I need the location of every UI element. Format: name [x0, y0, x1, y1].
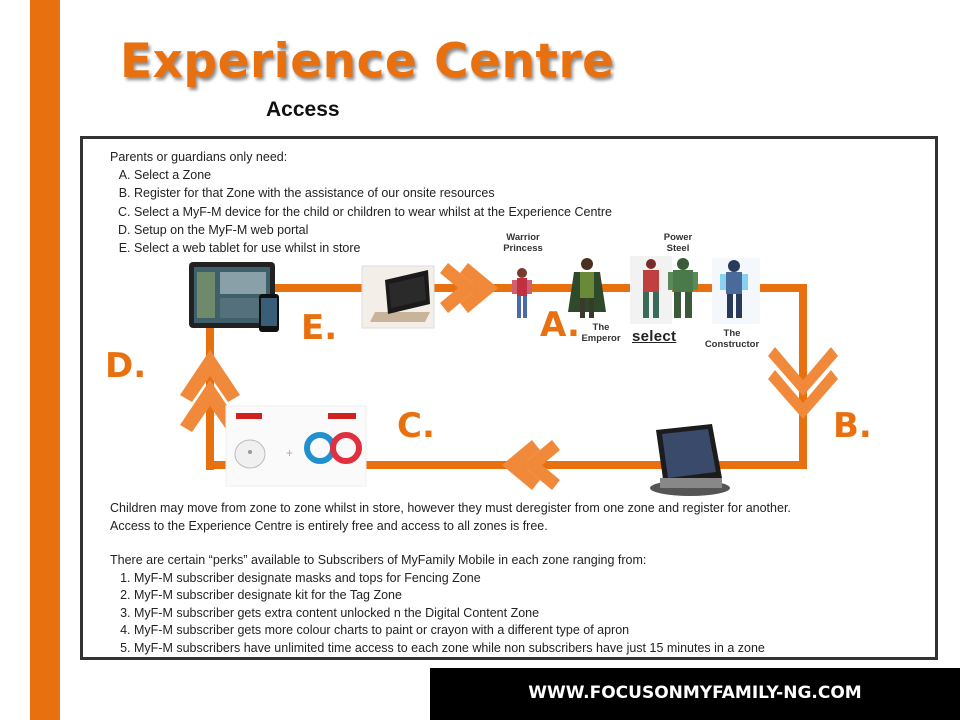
label-the-constructor: The Constructor [704, 328, 760, 350]
intro-item: Select a Zone [134, 166, 612, 184]
character-select-figure [630, 256, 672, 324]
step-label-a: A. [540, 305, 580, 345]
page-subtitle: Access [266, 98, 340, 121]
intro-item: Register for that Zone with the assistan… [134, 184, 612, 202]
tablet-stand-image [361, 265, 435, 329]
perk-item: MyF-M subscriber gets extra content unlo… [134, 605, 925, 623]
perks-list: MyF-M subscriber designate masks and top… [110, 570, 925, 658]
intro-lead: Parents or guardians only need: [110, 150, 288, 164]
arrow-down-right [768, 347, 838, 419]
intro-item: Select a web tablet for use whilst in st… [134, 239, 612, 257]
step-label-e: E. [301, 308, 338, 348]
perk-item: MyF-M subscriber designate kit for the T… [134, 587, 925, 605]
footer-bar [430, 668, 960, 720]
perk-item: MyF-M subscribers have unlimited time ac… [134, 640, 925, 658]
label-the-emperor: The Emperor [581, 322, 621, 344]
perk-item: MyF-M subscriber gets more colour charts… [134, 622, 925, 640]
arrow-right-top [440, 263, 498, 313]
label-power-steel: Power Steel [663, 232, 693, 254]
select-label[interactable]: select [632, 328, 677, 345]
page-title: Experience Centre [120, 34, 615, 89]
perk-item: MyF-M subscriber designate masks and top… [134, 570, 925, 588]
svg-text:+: + [286, 446, 293, 460]
paragraph-zone-movement: Children may move from zone to zone whil… [110, 501, 791, 515]
step-label-d: D. [105, 346, 147, 386]
step-label-c: C. [397, 406, 435, 446]
arrow-left-bottom [502, 440, 560, 490]
paragraph-free-access: Access to the Experience Centre is entir… [110, 518, 548, 533]
intro-item: Select a MyF-M device for the child or c… [134, 203, 612, 221]
character-warrior-princess-figure [512, 268, 532, 318]
arrow-up-left [180, 350, 240, 432]
bottom-text-section: Children may move from zone to zone whil… [110, 500, 925, 657]
step-label-b: B. [833, 406, 872, 446]
tablet-phone-image [189, 262, 279, 332]
footer-url-link[interactable]: WWW.FOCUSONMYFAMILY-NG.COM [528, 683, 862, 703]
character-the-emperor-figure [568, 258, 606, 318]
wearable-device-card: + [225, 405, 367, 487]
intro-item: Setup on the MyF-M web portal [134, 221, 612, 239]
paragraph-perks-intro: There are certain “perks” available to S… [110, 553, 647, 567]
loop-path [206, 284, 807, 470]
left-accent-bar [30, 0, 60, 720]
label-warrior-princess: Warrior Princess [503, 232, 543, 254]
kiosk-device-image [650, 424, 730, 496]
intro-section: Parents or guardians only need: Select a… [110, 148, 612, 257]
character-power-steel-figure [668, 258, 698, 318]
intro-list: Select a Zone Register for that Zone wit… [110, 166, 612, 257]
character-the-constructor-figure [712, 258, 760, 324]
